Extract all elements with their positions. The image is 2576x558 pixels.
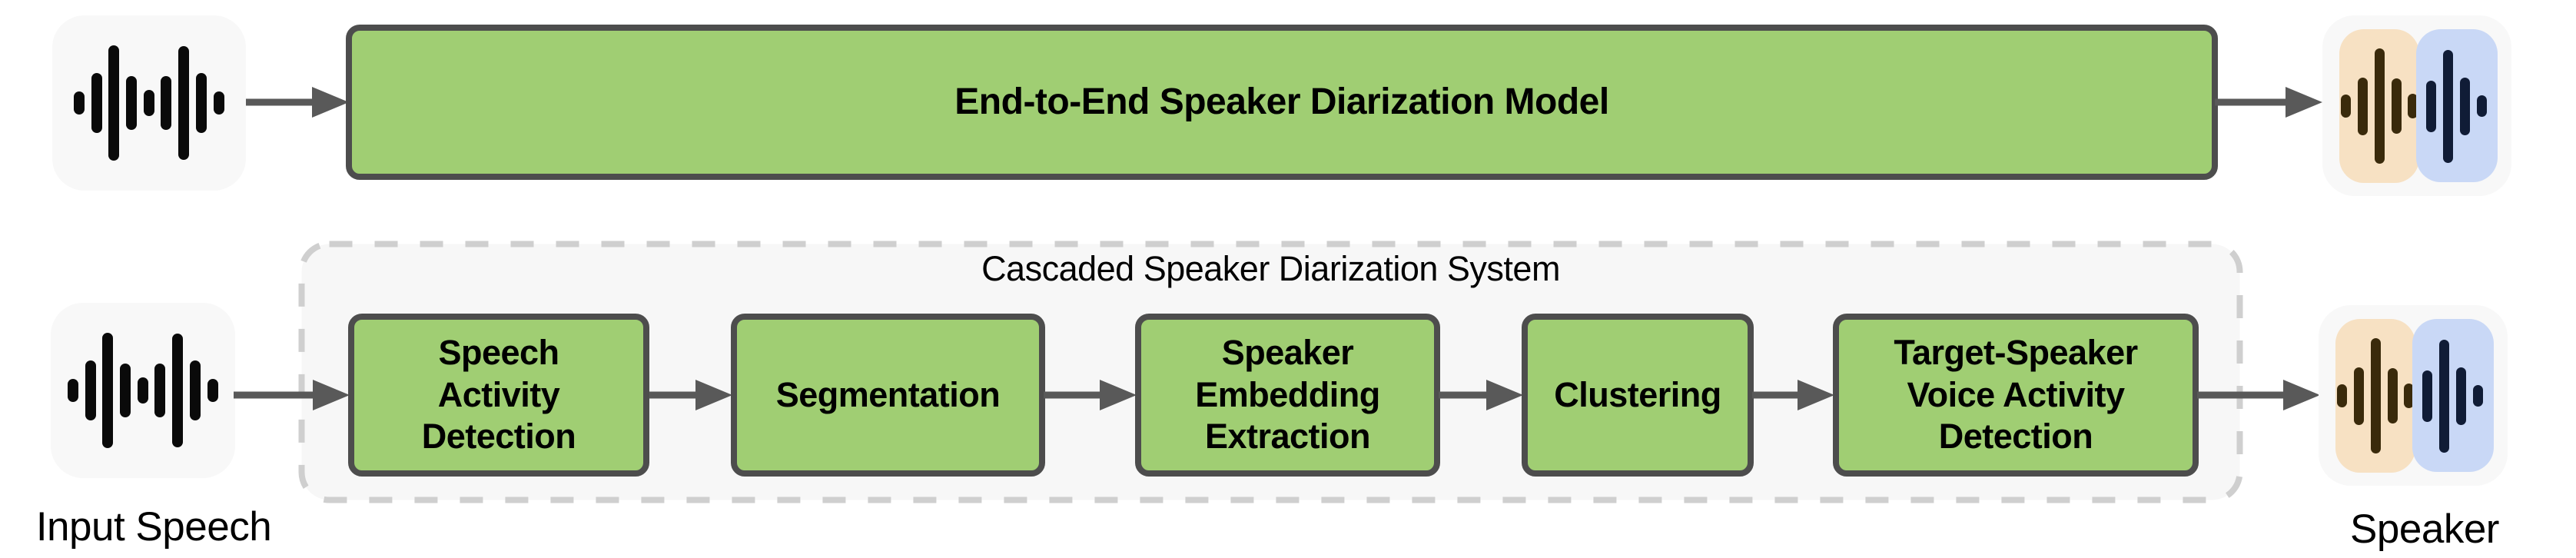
arrow-shaft [1752,391,1804,399]
arrow-head-icon [1798,380,1834,410]
arrow-head-icon [1486,380,1523,410]
speaker-a-card [2339,29,2419,183]
arrow-head-icon [313,380,350,410]
cascaded-system-title: Cascaded Speaker Diarization System [981,249,1560,288]
arrow-input-to-model [246,85,349,119]
speaker-labels-icon-card [2319,305,2508,486]
waveform-icon [68,333,218,448]
speaker-labels-icon-card [2322,15,2511,196]
arrow-shaft [1044,391,1106,399]
arrow-head-icon [1100,380,1137,410]
arrow-shaft [234,391,319,399]
waveform-icon [74,45,224,161]
arrow-segmentation-to-embedding [1044,378,1137,412]
arrow-shaft [1439,391,1492,399]
arrow-tsvad-to-output [2197,378,2320,412]
arrow-sad-to-segmentation [649,378,732,412]
speaker-a-card [2335,319,2415,473]
stage-speaker-embedding-extraction-box: Speaker Embedding Extraction [1135,314,1440,477]
end-to-end-model-label: End-to-End Speaker Diarization Model [954,81,1609,122]
arrow-shaft [649,391,702,399]
arrow-model-to-output [2215,85,2322,119]
end-to-end-model-box: End-to-End Speaker Diarization Model [346,25,2218,180]
speaker-b-waveform-icon [2422,339,2483,453]
stage-label: Speaker Embedding Extraction [1195,332,1380,457]
arrow-shaft [2197,391,2289,399]
speaker-labels-label: Speaker Labels [2350,507,2499,558]
speaker-a-waveform-icon [2337,338,2414,453]
arrow-shaft [2215,98,2292,106]
speaker-b-card [2416,29,2498,182]
stage-label: Clustering [1554,374,1721,414]
arrow-embedding-to-clustering [1439,378,1523,412]
speaker-b-card [2412,319,2494,472]
stage-label: Segmentation [775,374,1001,414]
stage-segmentation-box: Segmentation [731,314,1045,477]
arrow-head-icon [2283,380,2320,410]
stage-speech-activity-detection-box: Speech Activity Detection [348,314,649,477]
arrow-head-icon [2286,87,2322,118]
arrow-shaft [246,98,318,106]
stage-label: Speech Activity Detection [421,332,576,457]
arrow-input-to-sad [234,378,350,412]
arrow-head-icon [695,380,732,410]
speaker-b-waveform-icon [2426,49,2487,163]
input-speech-label: Input Speech [35,504,272,550]
stage-target-speaker-vad-box: Target-Speaker Voice Activity Detection [1833,314,2199,477]
stage-clustering-box: Clustering [1522,314,1754,477]
input-speech-icon-card [51,303,235,478]
stage-label: Target-Speaker Voice Activity Detection [1894,332,2138,457]
speaker-a-waveform-icon [2341,48,2418,164]
arrow-clustering-to-tsvad [1752,378,1834,412]
input-speech-icon-card [52,15,246,191]
arrow-head-icon [312,87,349,118]
